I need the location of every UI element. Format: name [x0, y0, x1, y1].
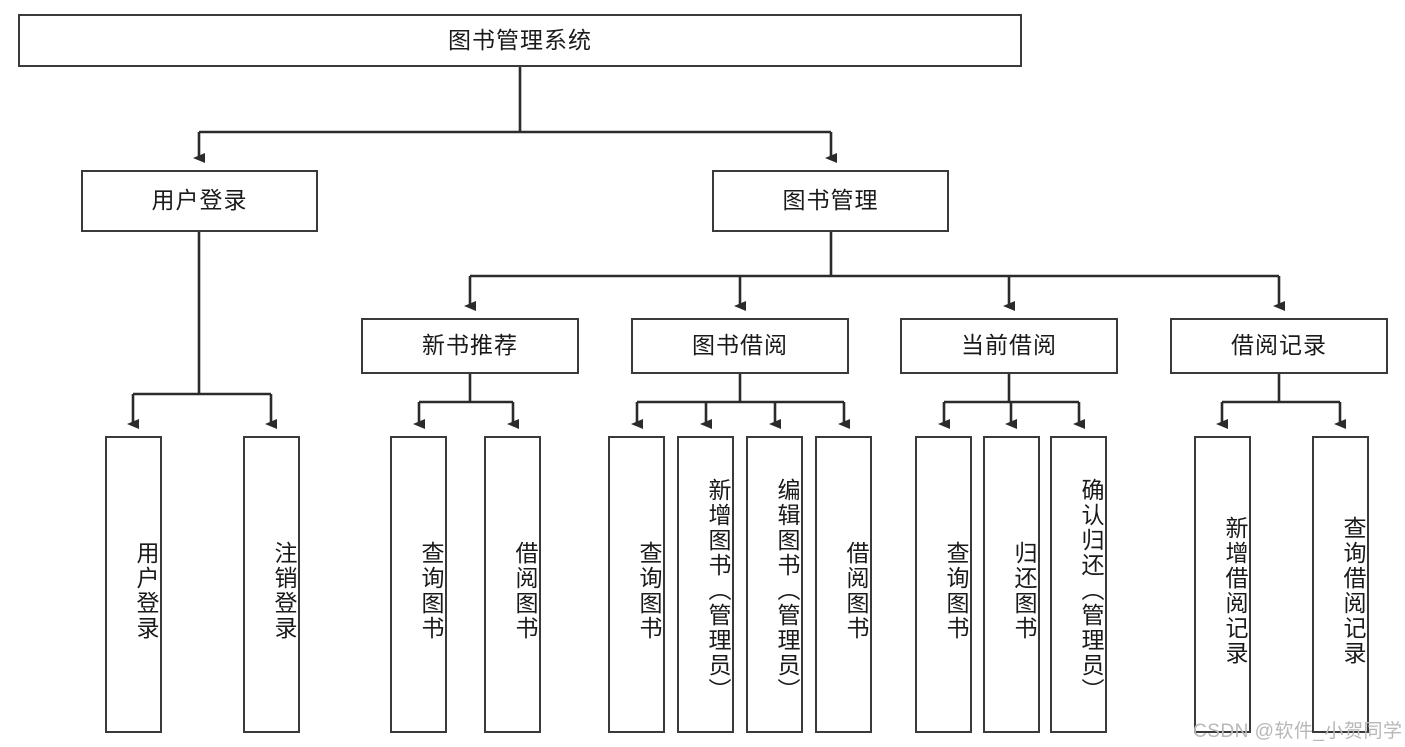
node-label: 查询借阅记录	[1340, 515, 1366, 666]
node-label: 图书借阅	[692, 332, 788, 359]
node-label: 新增借阅记录	[1222, 515, 1248, 666]
node-label: 新书推荐	[422, 332, 518, 359]
leaf-borrow-query-book[interactable]: 查询图书	[608, 436, 665, 733]
node-label: 注销登录	[271, 540, 297, 641]
node-label: 编辑图书（管理员）	[774, 478, 800, 703]
leaf-records-add-record[interactable]: 新增借阅记录	[1194, 436, 1251, 733]
leaf-user-login-signin[interactable]: 用户登录	[105, 436, 162, 733]
node-user-login[interactable]: 用户登录	[81, 170, 318, 232]
node-label: 图书管理系统	[448, 26, 592, 53]
node-book-borrow[interactable]: 图书借阅	[631, 318, 849, 374]
node-borrow-records[interactable]: 借阅记录	[1170, 318, 1388, 374]
node-label: 借阅记录	[1231, 332, 1327, 359]
node-label: 确认归还（管理员）	[1078, 478, 1104, 703]
leaf-current-return-book[interactable]: 归还图书	[983, 436, 1040, 733]
node-root-system[interactable]: 图书管理系统	[18, 14, 1022, 67]
leaf-records-query-record[interactable]: 查询借阅记录	[1312, 436, 1369, 733]
node-current-borrow[interactable]: 当前借阅	[900, 318, 1118, 374]
leaf-borrow-edit-book[interactable]: 编辑图书（管理员）	[746, 436, 803, 733]
node-label: 查询图书	[943, 540, 969, 641]
csdn-watermark: CSDN @软件_小贺同学	[1193, 721, 1403, 742]
node-label: 新增图书（管理员）	[705, 478, 731, 703]
leaf-current-query-book[interactable]: 查询图书	[915, 436, 972, 733]
node-book-management[interactable]: 图书管理	[712, 170, 949, 232]
leaf-new-book-borrow[interactable]: 借阅图书	[484, 436, 541, 733]
node-label: 当前借阅	[961, 332, 1057, 359]
node-label: 归还图书	[1011, 540, 1037, 641]
leaf-borrow-borrow-book[interactable]: 借阅图书	[815, 436, 872, 733]
node-label: 借阅图书	[512, 540, 538, 641]
leaf-current-confirm-return[interactable]: 确认归还（管理员）	[1050, 436, 1107, 733]
node-label: 查询图书	[418, 540, 444, 641]
leaf-user-login-signout[interactable]: 注销登录	[243, 436, 300, 733]
leaf-borrow-add-book[interactable]: 新增图书（管理员）	[677, 436, 734, 733]
node-label: 图书管理	[782, 187, 879, 214]
node-label: 用户登录	[151, 187, 248, 214]
leaf-new-book-query[interactable]: 查询图书	[390, 436, 447, 733]
node-label: 借阅图书	[843, 540, 869, 641]
node-label: 用户登录	[133, 540, 159, 641]
node-new-book-recommend[interactable]: 新书推荐	[361, 318, 579, 374]
node-label: 查询图书	[636, 540, 662, 641]
